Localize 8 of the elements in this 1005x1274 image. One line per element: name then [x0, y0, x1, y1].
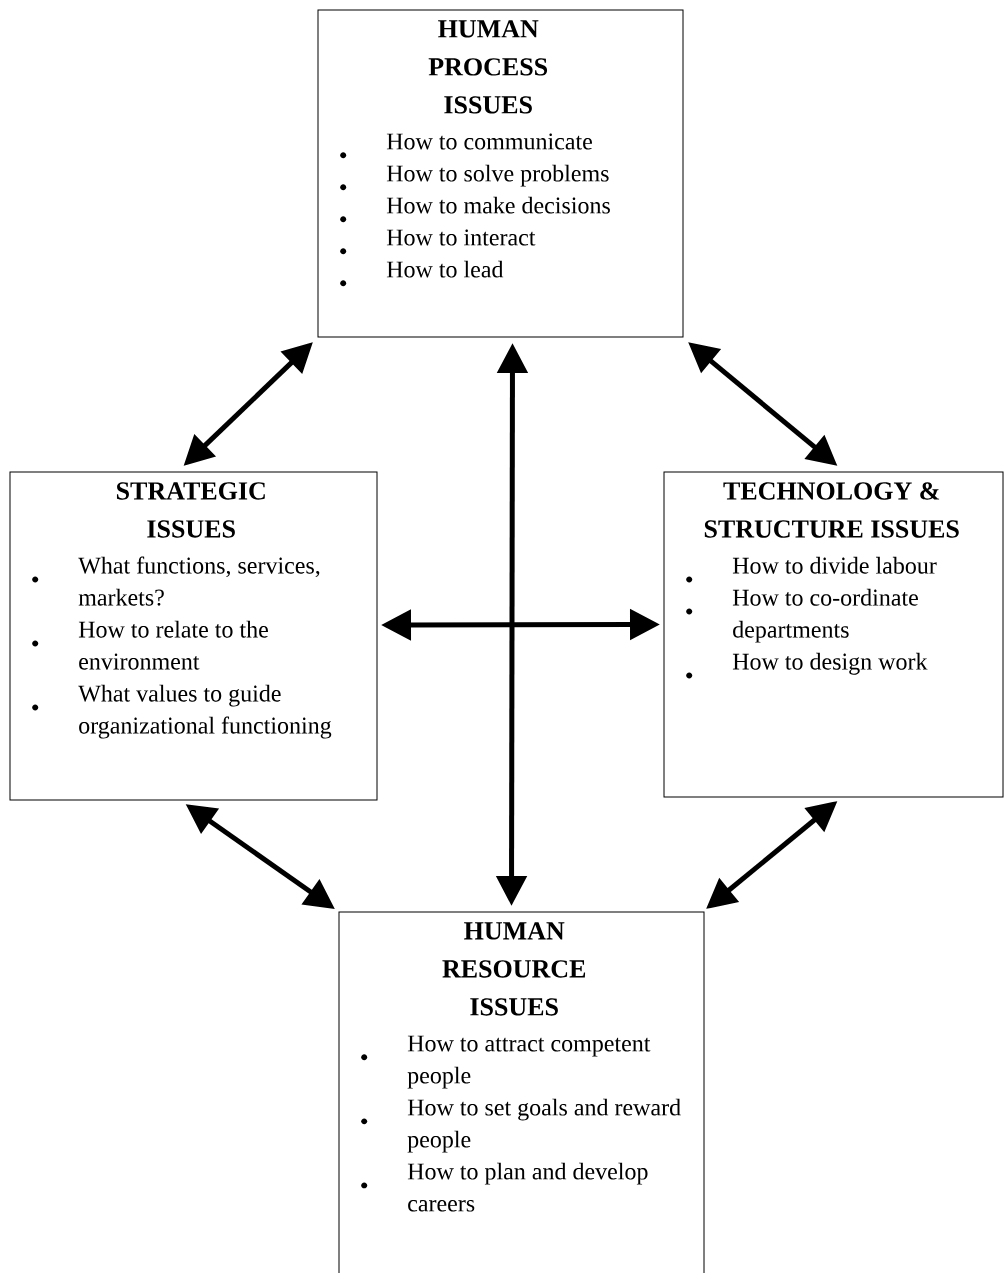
node-label: HUMAN RESOURCE ISSUES: [442, 922, 586, 1016]
node-label: How to set goals and reward people: [407, 1098, 681, 1153]
issue-box: HUMAN PROCESS ISSUES How to communicate How to solve problems How to make decisions How to interact How to lead: [317, 9, 684, 338]
node-label: How to plan and develop careers: [407, 1162, 648, 1212]
node-label: How to attract competent people: [407, 1035, 651, 1089]
issue-box: TECHNOLOGY & STRUCTURE ISSUES How to divide labour How to co-ordinate departments How to design work: [663, 471, 1004, 798]
issue-box: STRATEGIC ISSUES What functions, services, markets? How to relate to the environment What values to guide organizational functioning: [9, 471, 378, 801]
issue-box: HUMAN RESOURCE ISSUES How to attract competent people How to set goals and reward people How to plan and develop careers: [338, 911, 705, 1274]
